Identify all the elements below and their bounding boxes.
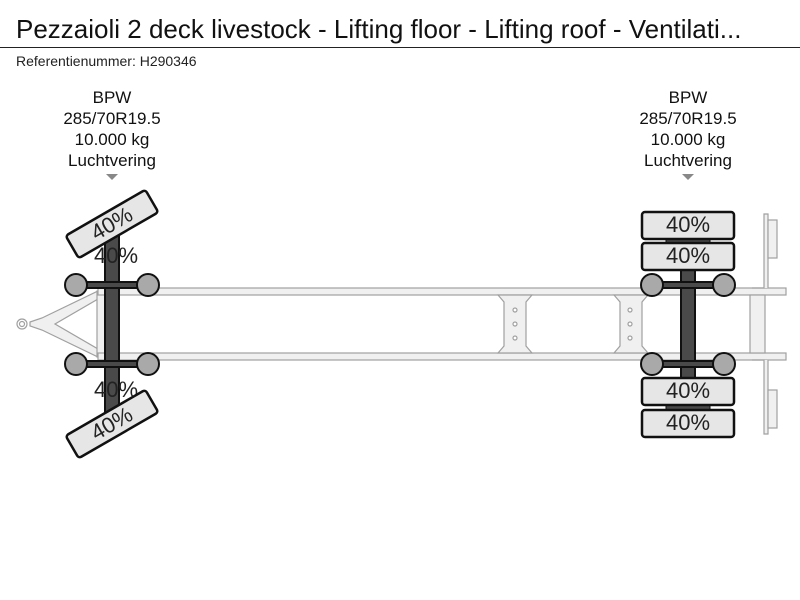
axle-2-tyre-left-inner-pct: 40%: [666, 243, 710, 268]
hub-icon: [640, 273, 664, 297]
axle-1-capacity: 10.000 kg: [74, 130, 150, 149]
frame-rail-top: [97, 287, 787, 296]
axle-2-beam: [680, 259, 696, 391]
hub-icon: [64, 352, 88, 376]
axle-1-tyre-size: 285/70R19.5: [63, 109, 161, 128]
hub-icon: [712, 352, 736, 376]
axle-2-tyre-left-outer: 40%: [640, 210, 736, 241]
rear-end-member: [749, 294, 766, 354]
axle-2-brand: BPW: [668, 88, 708, 107]
axle-2-info: BPW 285/70R19.5 10.000 kg Luchtvering: [608, 87, 768, 171]
axle-2-suspension: Luchtvering: [644, 151, 732, 170]
rear-light-bottom: [767, 389, 778, 429]
axle-2-tyre-left-inner: 40%: [640, 241, 736, 272]
reference-number: Referentienummer: H290346: [16, 53, 197, 69]
title-divider: [0, 47, 800, 48]
axle-1-suspension: Luchtvering: [68, 151, 156, 170]
axle-2-tyre-right-outer: 40%: [640, 408, 736, 439]
hub-icon: [64, 273, 88, 297]
axle-2-tyre-size: 285/70R19.5: [639, 109, 737, 128]
frame-rail-bottom: [97, 352, 787, 361]
hub-icon: [136, 352, 160, 376]
hub-icon: [136, 273, 160, 297]
axle-1-info: BPW 285/70R19.5 10.000 kg Luchtvering: [32, 87, 192, 171]
frame: [97, 213, 787, 435]
axle-2-marker-icon: [682, 174, 694, 180]
axle-2-tyre-left-outer-pct: 40%: [666, 212, 710, 237]
axle-1: 40% 40% 40% 40%: [64, 189, 160, 459]
axle-1-tyre-left-inner-pct: 40%: [94, 243, 138, 268]
hub-icon: [640, 352, 664, 376]
hub-icon: [712, 273, 736, 297]
drawbar: [16, 290, 106, 358]
page-title: Pezzaioli 2 deck livestock - Lifting flo…: [16, 14, 742, 44]
axle-1-brand: BPW: [92, 88, 132, 107]
axle-1-marker-icon: [106, 174, 118, 180]
axle-2: 40% 40% 40% 40%: [640, 210, 736, 439]
rear-light-top: [767, 219, 778, 259]
axle-2-capacity: 10.000 kg: [650, 130, 726, 149]
axle-2-tyre-right-outer-pct: 40%: [666, 410, 710, 435]
axle-2-tyre-right-inner: 40%: [640, 376, 736, 407]
axle-2-tyre-right-inner-pct: 40%: [666, 378, 710, 403]
